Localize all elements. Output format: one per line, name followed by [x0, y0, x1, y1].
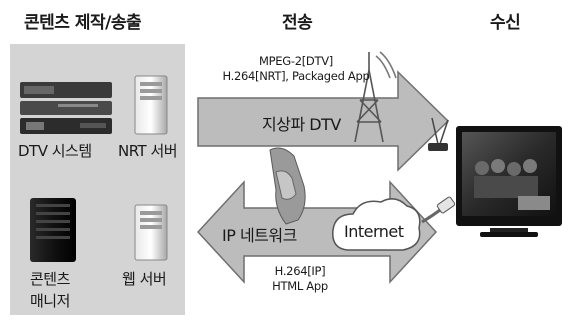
ip-format-line2: HTML App	[272, 279, 328, 293]
ip-network-arrow	[196, 180, 438, 284]
internet-cloud-label: Internet	[344, 222, 404, 241]
broadcast-tower-icon	[354, 51, 397, 143]
rack-equipment-icon	[20, 82, 112, 134]
handshake-icon	[269, 147, 306, 225]
content-manager-label-line1: 콘텐츠	[30, 270, 70, 288]
nrt-server-label: NRT 서버	[118, 142, 178, 160]
tv-antenna-icon	[428, 117, 449, 151]
nrt-server-icon	[134, 75, 168, 135]
header-production: 콘텐츠 제작/송출	[24, 13, 142, 33]
network-cable-icon	[421, 196, 456, 224]
broadcast-arrow	[197, 70, 450, 172]
ip-formats: H.264[IP] HTML App	[210, 264, 390, 294]
content-manager-icon	[30, 198, 76, 262]
broadcast-format-line2: H.264[NRT], Packaged App	[222, 69, 370, 83]
content-manager-label-line2: 매니저	[30, 292, 70, 310]
ip-network-label: IP 네트워크	[222, 226, 297, 245]
header-reception: 수신	[490, 13, 521, 33]
broadcast-label: 지상파 DTV	[262, 115, 341, 134]
web-server-icon	[134, 204, 168, 261]
television-icon	[456, 126, 562, 237]
header-transmission: 전송	[282, 13, 313, 33]
dtv-system-label: DTV 시스템	[18, 142, 92, 160]
ip-format-line1: H.264[IP]	[274, 264, 326, 278]
broadcast-formats: MPEG-2[DTV] H.264[NRT], Packaged App	[196, 54, 396, 84]
broadcast-format-line1: MPEG-2[DTV]	[259, 54, 333, 68]
internet-cloud-icon	[332, 198, 421, 251]
web-server-label: 웹 서버	[122, 270, 167, 288]
